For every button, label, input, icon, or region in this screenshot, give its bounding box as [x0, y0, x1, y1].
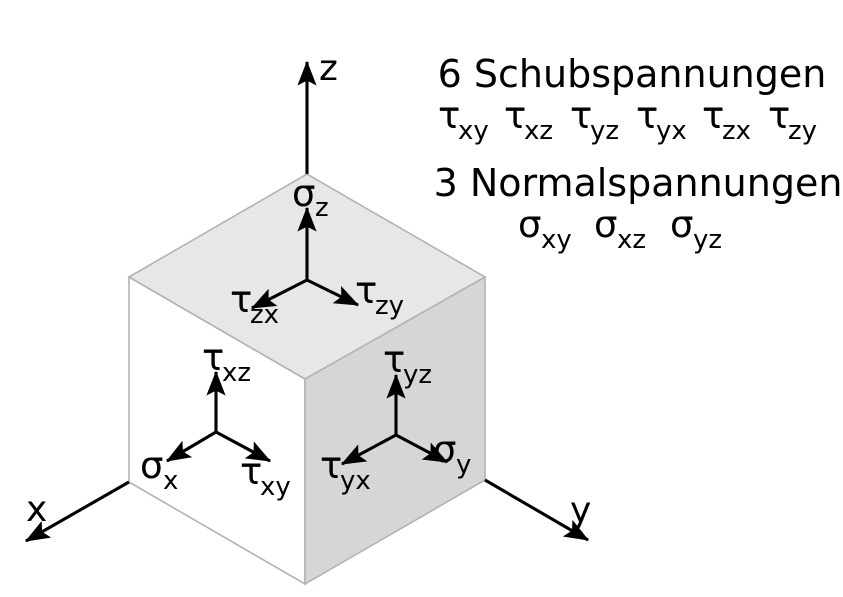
shear-heading: 6 Schubspannungen	[438, 52, 827, 96]
svg-text:yx: yx	[340, 466, 371, 496]
svg-text:zx: zx	[250, 300, 279, 330]
svg-text:σ: σ	[670, 203, 693, 246]
vector-tau-yx	[340, 433, 397, 466]
axis-label-x: x	[26, 489, 47, 530]
label-tau-zy: τ zy	[355, 269, 404, 321]
left-face-vectors	[165, 370, 272, 463]
svg-text:yx: yx	[656, 116, 687, 146]
right-face-vectors	[340, 373, 449, 466]
svg-text:τ: τ	[355, 269, 377, 312]
coordinate-axes	[24, 60, 590, 543]
svg-text:xy: xy	[260, 472, 291, 502]
svg-text:σ: σ	[594, 203, 617, 246]
svg-text:z: z	[315, 193, 329, 223]
svg-text:σ: σ	[292, 172, 315, 215]
svg-text:τ: τ	[320, 444, 342, 487]
axis-label-z: z	[319, 48, 338, 89]
label-tau-zx: τ zx	[230, 278, 279, 330]
label-tau-xy: τ xy	[240, 450, 291, 502]
svg-text:zx: zx	[722, 116, 751, 146]
label-sigma-x: σ x	[140, 444, 178, 496]
vector-tau-xy	[215, 430, 272, 463]
normal-heading: 3 Normalspannungen	[434, 161, 843, 205]
normal-symbol-row: σ xy σ xz σ yz	[518, 203, 722, 255]
axis-line-x	[24, 480, 130, 543]
svg-text:xy: xy	[458, 116, 489, 146]
label-tau-yx: τ yx	[320, 444, 371, 496]
svg-text:τ: τ	[636, 94, 658, 137]
vector-tau-zx	[250, 278, 308, 310]
svg-text:τ: τ	[570, 94, 592, 137]
shear-symbol-row: τ xy τ xz τ yz τ yx τ zx τ zy	[438, 94, 817, 146]
label-tau-yz: τ yz	[383, 338, 432, 390]
shear-symbol-tau-xz: τ xz	[504, 94, 553, 146]
svg-text:xy: xy	[541, 225, 572, 255]
svg-text:σ: σ	[433, 428, 456, 471]
svg-text:yz: yz	[590, 116, 619, 146]
normal-symbol-sigma-xz: σ xz	[594, 203, 646, 255]
axis-line-y	[484, 478, 590, 542]
normal-symbol-sigma-xy: σ xy	[518, 203, 572, 255]
svg-text:τ: τ	[438, 94, 460, 137]
svg-text:yz: yz	[693, 225, 722, 255]
svg-text:τ: τ	[383, 338, 405, 381]
label-sigma-z: σ z	[292, 172, 329, 223]
svg-text:τ: τ	[702, 94, 724, 137]
svg-text:y: y	[456, 450, 471, 480]
svg-text:xz: xz	[617, 225, 646, 255]
svg-text:τ: τ	[240, 450, 262, 493]
vector-sigma-y	[395, 433, 449, 464]
axis-label-y: y	[570, 490, 591, 531]
vector-tau-zy	[306, 278, 360, 307]
svg-text:τ: τ	[230, 278, 252, 321]
svg-text:zy: zy	[788, 116, 817, 146]
shear-symbol-tau-yz: τ yz	[570, 94, 619, 146]
label-sigma-y: σ y	[433, 428, 471, 480]
shear-symbol-tau-yx: τ yx	[636, 94, 687, 146]
svg-text:τ: τ	[504, 94, 526, 137]
shear-symbol-tau-xy: τ xy	[438, 94, 489, 146]
svg-text:yz: yz	[403, 360, 432, 390]
svg-text:τ: τ	[768, 94, 790, 137]
vector-sigma-x	[165, 430, 217, 463]
svg-text:σ: σ	[518, 203, 541, 246]
svg-text:τ: τ	[202, 336, 224, 379]
shear-symbol-tau-zx: τ zx	[702, 94, 751, 146]
svg-text:x: x	[163, 466, 178, 496]
normal-symbol-sigma-yz: σ yz	[670, 203, 722, 255]
label-tau-xz: τ xz	[202, 336, 251, 388]
svg-text:zy: zy	[375, 291, 404, 321]
shear-symbol-tau-zy: τ zy	[768, 94, 817, 146]
svg-text:xz: xz	[524, 116, 553, 146]
svg-text:σ: σ	[140, 444, 163, 487]
top-face-vectors	[250, 206, 360, 310]
svg-text:xz: xz	[222, 358, 251, 388]
